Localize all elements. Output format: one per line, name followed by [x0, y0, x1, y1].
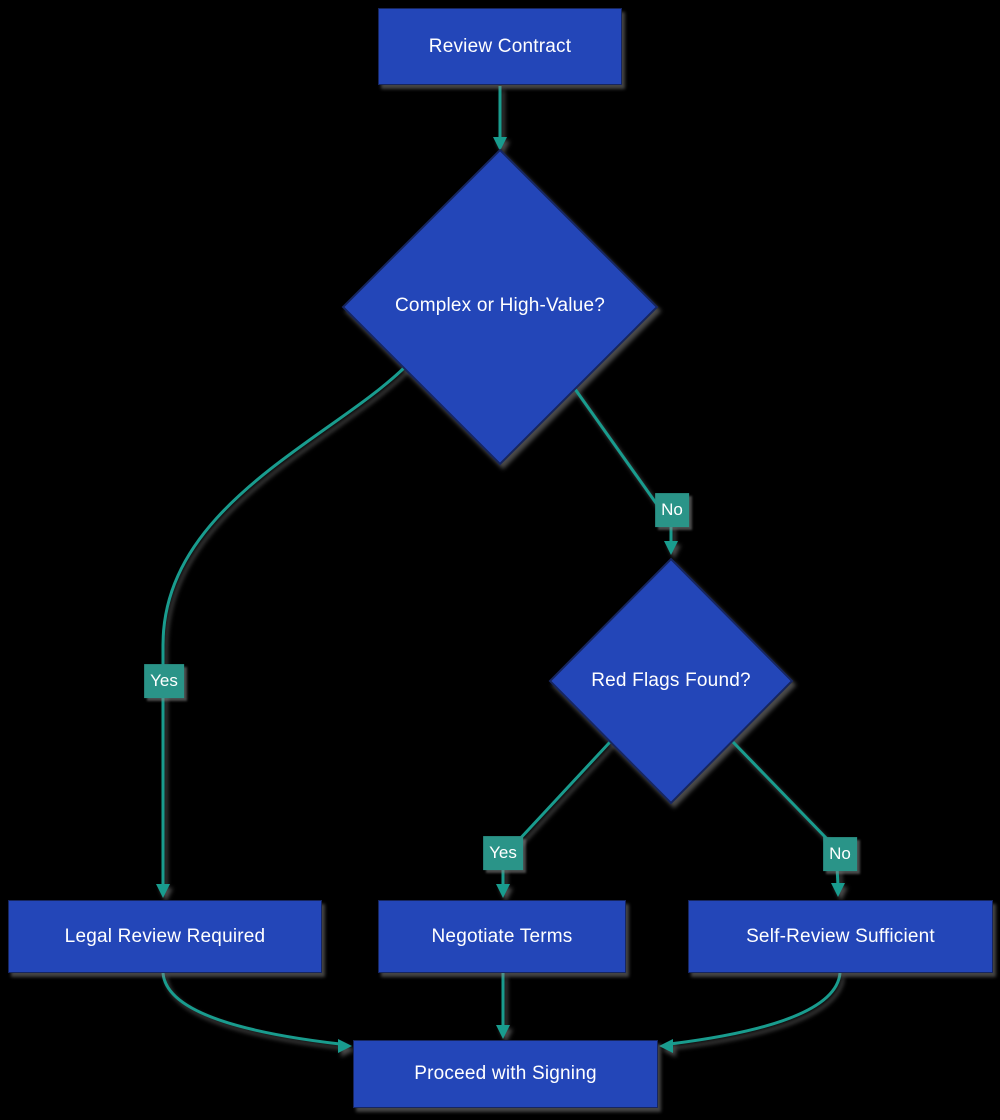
edge-label-no-right: No	[823, 837, 857, 871]
node-legal-review-required: Legal Review Required	[8, 900, 322, 973]
edge-label-yes-left: Yes	[144, 664, 184, 698]
edge-redflags-to-selfreview-diagonal	[731, 740, 832, 844]
arrowhead-into-redflags	[664, 541, 678, 555]
node-review-contract: Review Contract	[378, 8, 622, 85]
node-negotiate-terms: Negotiate Terms	[378, 900, 626, 973]
arrowhead-into-selfreview	[831, 883, 845, 897]
node-self-review-sufficient-label: Self-Review Sufficient	[746, 925, 935, 947]
arrowhead-into-proceed-right	[659, 1039, 673, 1053]
arrowhead-into-proceed-left	[338, 1039, 352, 1053]
edge-complex-to-legal	[161, 365, 407, 888]
edge-label-yes-middle: Yes	[483, 836, 523, 870]
edge-arrowheads	[156, 137, 845, 1053]
node-proceed-with-signing: Proceed with Signing	[353, 1040, 658, 1108]
arrowhead-into-proceed-top	[496, 1025, 510, 1039]
edge-selfreview-to-proceed	[669, 972, 842, 1046]
edge-legal-to-proceed	[161, 972, 341, 1046]
node-proceed-with-signing-label: Proceed with Signing	[414, 1063, 597, 1084]
node-legal-review-required-label: Legal Review Required	[64, 925, 266, 947]
diamond-complex-or-high-value	[341, 148, 659, 466]
node-self-review-sufficient: Self-Review Sufficient	[688, 900, 993, 973]
diamond-red-flags-found	[548, 557, 794, 805]
edge-label-no-top: No	[655, 493, 689, 527]
arrowhead-into-negotiate	[496, 884, 510, 898]
edge-complex-to-redflags-diagonal	[573, 388, 670, 521]
edge-redflags-to-negotiate-diagonal	[515, 740, 612, 844]
arrowhead-into-legal	[156, 884, 170, 898]
arrowhead-into-complex	[493, 137, 507, 151]
node-review-contract-label: Review Contract	[428, 35, 572, 57]
decision-diamonds	[341, 148, 794, 805]
node-negotiate-terms-label: Negotiate Terms	[431, 925, 573, 947]
